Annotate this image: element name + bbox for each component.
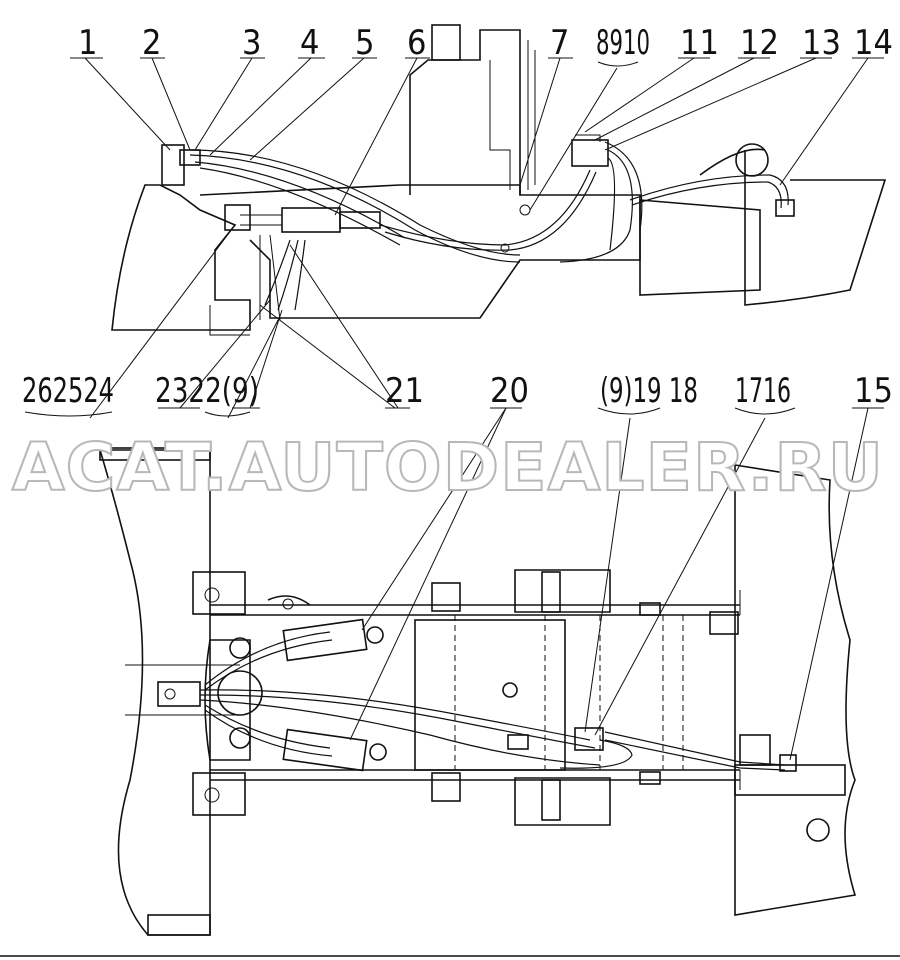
callout-6: 6 bbox=[407, 23, 426, 63]
callout-9-19-18: (9)19 18 bbox=[600, 371, 698, 411]
plan-view-drawing bbox=[98, 447, 857, 936]
callout-3: 3 bbox=[242, 23, 261, 63]
plan-view-leader-lines bbox=[24, 224, 884, 761]
callout-1716: 1716 bbox=[735, 371, 791, 411]
callout-14: 14 bbox=[854, 23, 893, 63]
watermark-text: ACAT.AUTODEALER.RU bbox=[12, 429, 884, 506]
callout-2322-9: 2322(9) bbox=[155, 371, 259, 411]
callout-2: 2 bbox=[142, 23, 161, 63]
side-view-leader-lines bbox=[70, 57, 884, 216]
callout-7: 7 bbox=[550, 23, 569, 63]
callout-13: 13 bbox=[802, 23, 841, 63]
side-view-drawing bbox=[111, 24, 887, 336]
callout-1: 1 bbox=[78, 23, 97, 63]
callout-labels: 1 2 3 4 5 6 7 8910 11 12 13 14 262524 23… bbox=[22, 23, 893, 411]
callout-21: 21 bbox=[385, 371, 424, 411]
callout-8910: 8910 bbox=[596, 23, 650, 63]
callout-4: 4 bbox=[300, 23, 319, 63]
callout-262524: 262524 bbox=[22, 371, 114, 411]
callout-11: 11 bbox=[680, 23, 719, 63]
callout-20: 20 bbox=[490, 371, 529, 411]
callout-5: 5 bbox=[355, 23, 374, 63]
callout-12: 12 bbox=[740, 23, 779, 63]
callout-15: 15 bbox=[854, 371, 893, 411]
